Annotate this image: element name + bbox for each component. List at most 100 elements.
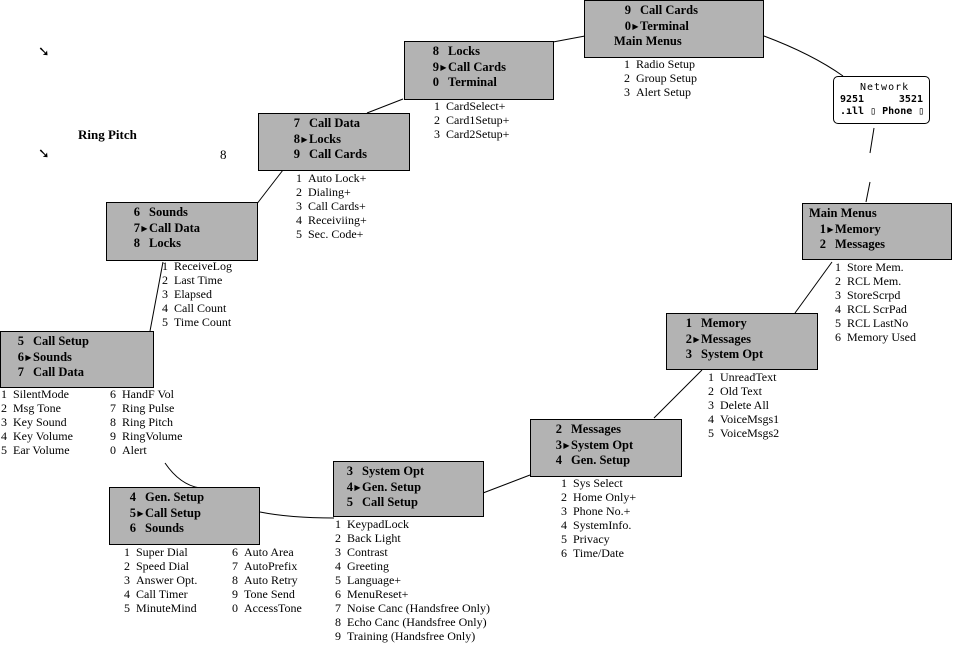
submenu-item-label: Ring Pitch: [122, 415, 174, 429]
link-messages-memory: [653, 369, 703, 419]
menu-row-number: 2: [555, 422, 562, 436]
submenu-item-label: Greeting: [347, 559, 389, 573]
selection-marker-icon: ▶: [25, 352, 32, 362]
submenu-item-label: Back Light: [347, 531, 401, 545]
menu-row-number: 4: [346, 479, 353, 494]
selection-marker-icon: ▶: [693, 334, 700, 344]
menu-row: 6▶Sounds: [7, 350, 153, 366]
arrow-1-icon: ➘: [38, 44, 50, 60]
menu-row-number: 5: [346, 495, 353, 509]
submenu-item-number: 6: [335, 587, 341, 601]
link-mainmenus-lcd: [865, 181, 871, 203]
submenu-item-label: Sec. Code+: [308, 227, 364, 241]
submenu-item-number: 6: [561, 546, 567, 560]
submenu-item-number: 5: [835, 316, 841, 330]
submenu-item-number: 9: [232, 587, 238, 601]
submenu-item-label: Delete All: [720, 398, 769, 412]
menu-row-number: 7: [293, 116, 300, 130]
submenu-item-number: 4: [124, 587, 130, 601]
menu-row-number: 3: [685, 347, 692, 361]
submenu-item-number: 8: [110, 415, 116, 429]
submenu-item-label: Key Volume: [13, 429, 73, 443]
submenu-item: 5 RCL LastNo: [835, 316, 916, 330]
submenu-item-number: 4: [335, 559, 341, 573]
menu-row: 8▶Locks: [283, 132, 409, 148]
submenu-item-number: 2: [124, 559, 130, 573]
submenu-item-label: HandF Vol: [122, 387, 174, 401]
menu-row-number: 2: [819, 237, 826, 251]
link-top-lcd: [763, 35, 844, 77]
link-systemopt-messages: [482, 474, 531, 494]
submenu-item-label: Home Only+: [573, 490, 637, 504]
menu-row-number: 9: [432, 59, 439, 74]
submenu-item-label: ReceiveLog: [174, 259, 232, 273]
submenu-item-number: 6: [835, 330, 841, 344]
submenu-item-label: RCL LastNo: [847, 316, 909, 330]
selection-marker-icon: ▶: [301, 134, 308, 144]
menu-row-label: Messages: [701, 331, 751, 346]
submenu-item-number: 2: [296, 185, 302, 199]
submenu-item-number: 7: [110, 401, 116, 415]
ring-pitch-value: 8: [220, 147, 227, 162]
submenu-item-number: 2: [624, 71, 630, 85]
lcd-line-network: Network: [860, 82, 910, 93]
submenu-item-label: Contrast: [347, 545, 388, 559]
menu-row-number: 4: [555, 453, 562, 467]
menu-row-label: Call Cards: [309, 147, 367, 161]
menu-row-label: Terminal: [640, 18, 689, 33]
menu-row-label: System Opt: [571, 437, 634, 452]
submenu-item-label: AccessTone: [244, 601, 302, 615]
menu-row-number: 4: [129, 490, 136, 504]
submenu-item-label: Language+: [347, 573, 402, 587]
menu-row-label: Messages: [835, 237, 885, 251]
menu-row: 9▶Call Cards: [422, 60, 553, 76]
submenu-item-label: Phone No.+: [573, 504, 631, 518]
submenu-item-label: VoiceMsgs2: [720, 426, 780, 440]
link-calldata-sounds: [255, 169, 284, 206]
submenu-item-number: 6: [110, 387, 116, 401]
menu-row-number: 9: [293, 147, 300, 161]
submenu-item-number: 3: [1, 415, 7, 429]
selection-marker-icon: ▶: [354, 482, 361, 492]
menu-row: Main Menus: [809, 206, 951, 222]
submenu-item-number: 3: [708, 398, 714, 412]
menu-row-label: Locks: [149, 236, 181, 250]
submenu-item-label: Ear Volume: [13, 443, 70, 457]
menu-row-number: 8: [432, 44, 439, 58]
ring-pitch-label: Ring Pitch: [78, 127, 137, 142]
menu-row-label: Terminal: [448, 75, 497, 89]
submenu-item-number: 3: [162, 287, 168, 301]
submenu-item-label: Time/Date: [573, 546, 624, 560]
phone-lcd-display: Network 9251 3521 .ıll ▯ Phone ▯: [833, 76, 930, 124]
submenu-item-label: VoiceMsgs1: [720, 412, 780, 426]
submenu-item-label: Old Text: [720, 384, 762, 398]
